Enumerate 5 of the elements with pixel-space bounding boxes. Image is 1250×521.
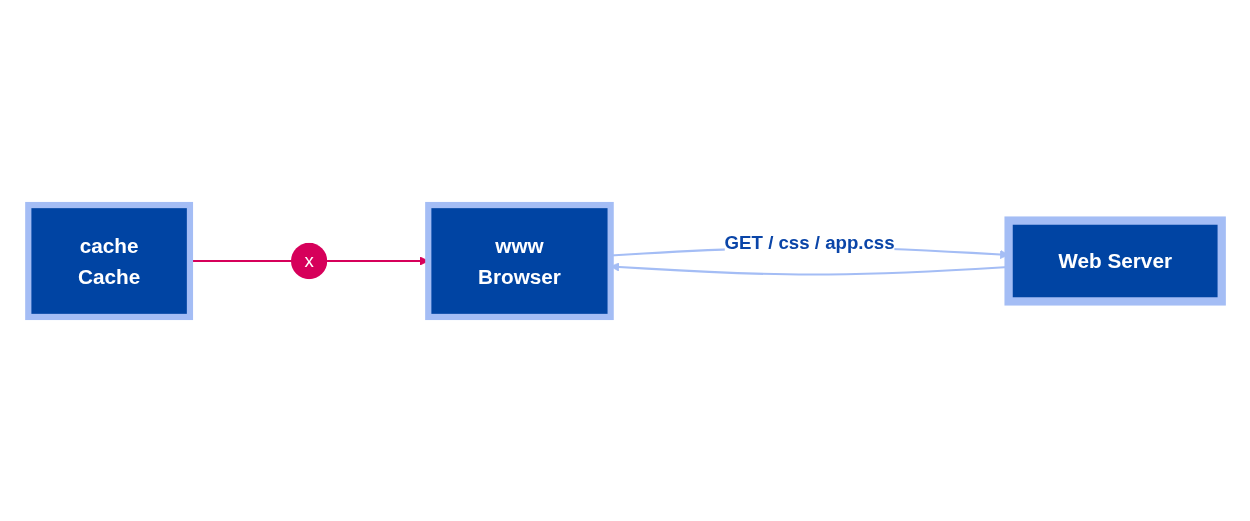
node-box: www Browser xyxy=(425,201,614,320)
node-box: cache Cache xyxy=(25,201,194,320)
node-box: Web Server xyxy=(1004,215,1226,306)
edge-label: x xyxy=(304,249,314,271)
edge-label: GET / css / app.css xyxy=(724,232,895,253)
